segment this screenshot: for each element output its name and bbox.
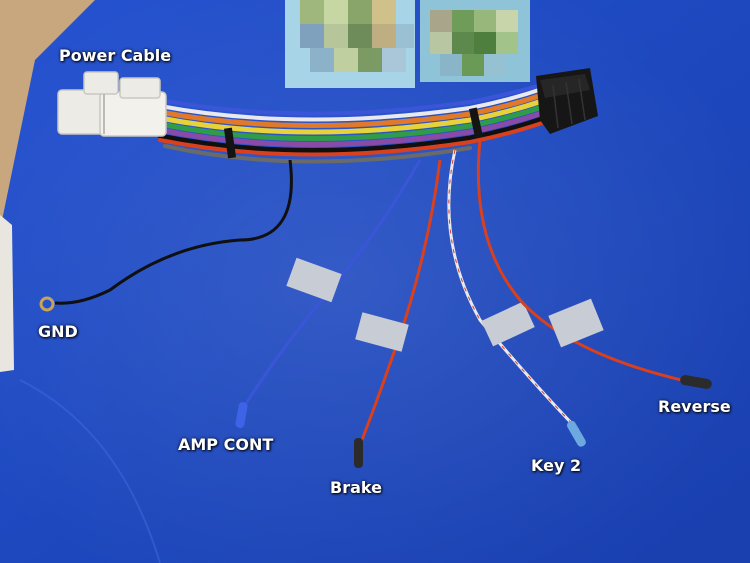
- reverse-label: Reverse: [658, 397, 731, 416]
- amp-cont-label: AMP CONT: [178, 435, 274, 454]
- power-cable-label: Power Cable: [59, 46, 172, 65]
- brake-wire: [360, 159, 442, 441]
- key2-tip: [567, 420, 586, 447]
- gnd-label: GND: [38, 322, 78, 341]
- amp-cont-tip: [235, 402, 248, 429]
- brake-label: Brake: [330, 478, 382, 497]
- white-power-connector: [57, 71, 167, 137]
- reverse-tag: [548, 298, 604, 348]
- amp-cont-tag: [286, 257, 342, 303]
- brake-tip: [354, 438, 363, 468]
- key2-label: Key 2: [531, 456, 582, 475]
- key2-tag: [481, 301, 535, 347]
- reverse-wire: [476, 139, 691, 384]
- gnd-wire: [54, 159, 293, 305]
- board-highlight: [19, 379, 161, 563]
- black-radio-connector: [536, 68, 598, 134]
- cable-tie-left: [223, 127, 237, 159]
- brake-tag: [355, 312, 409, 352]
- cable-tie-right: [468, 107, 484, 139]
- left-white-edge: [0, 215, 14, 372]
- reverse-tip: [680, 375, 712, 389]
- blurred-sticker: [285, 0, 530, 88]
- gnd-ring-terminal: [39, 296, 55, 312]
